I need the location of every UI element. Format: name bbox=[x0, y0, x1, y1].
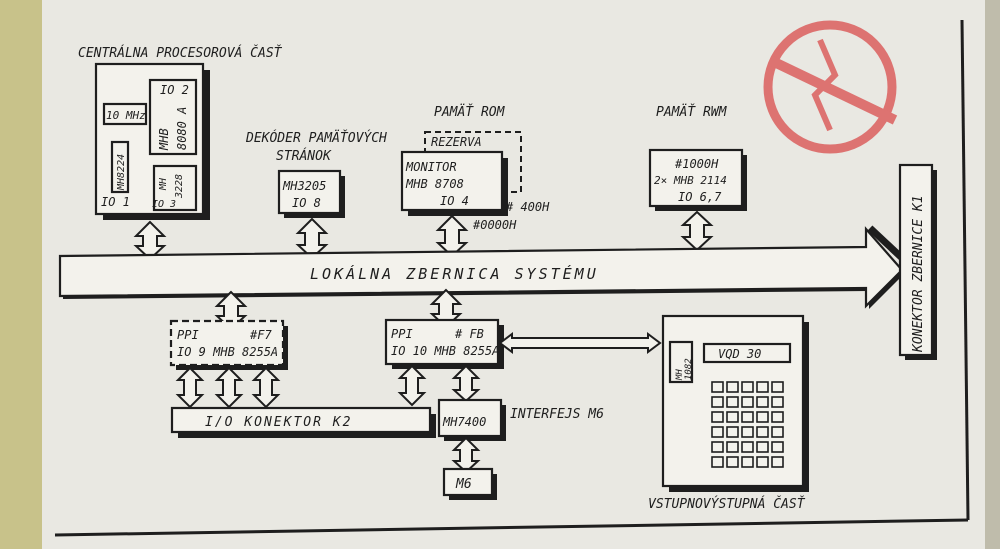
paper-left-edge bbox=[0, 0, 42, 549]
connector-k1: KONEKTOR ZBERNICE K1 bbox=[867, 163, 937, 360]
io-unit-chip-num: 1082 bbox=[684, 358, 694, 380]
interface-block: INTERFEJS M6 MH7400 M6 bbox=[437, 398, 604, 500]
keypad-key bbox=[756, 441, 769, 453]
keypad-key bbox=[771, 396, 784, 408]
keypad-key bbox=[711, 441, 724, 453]
connector-k2-arrows bbox=[175, 364, 481, 409]
clock-chip-label: 10 MHz bbox=[106, 109, 146, 122]
frame-right-border bbox=[960, 19, 970, 521]
ppi-left-block: PPI #F7 IO 9 MHB 8255A bbox=[169, 319, 288, 370]
io-unit-block: MH 1082 VQD 30 bbox=[661, 314, 809, 492]
keypad-key bbox=[771, 441, 784, 453]
cpu-part-label: MHB bbox=[157, 128, 171, 151]
io-connector-k2: I/O KONEKTOR K2 bbox=[170, 406, 436, 438]
io-unit-title: VSTUPNOVÝSTUPNÁ ČASŤ bbox=[648, 496, 806, 512]
ppi-right-line2: IO 10 MHB 8255A bbox=[391, 344, 499, 358]
approval-stamp bbox=[763, 20, 898, 154]
ppi-left-name: PPI bbox=[177, 328, 199, 342]
frame-bottom-border bbox=[54, 518, 969, 537]
keypad-key bbox=[771, 411, 784, 423]
rom-title: PAMÄŤ ROM bbox=[434, 104, 506, 120]
keypad-key bbox=[741, 396, 754, 408]
system-bus: LOKÁLNA ZBERNICA SYSTÉMU bbox=[58, 226, 905, 309]
decoder-block: MH3205 IO 8 bbox=[277, 169, 345, 218]
rom-io-label: IO 4 bbox=[440, 194, 469, 208]
ctrl-num-label: 3228 bbox=[174, 174, 185, 199]
keypad-key bbox=[771, 426, 784, 438]
rom-line2: MHB 8708 bbox=[405, 177, 464, 191]
keypad-key bbox=[726, 381, 739, 393]
keypad-key bbox=[741, 426, 754, 438]
clock-gen-label: MH8224 bbox=[116, 154, 127, 191]
keypad-key bbox=[741, 411, 754, 423]
keypad-key bbox=[711, 426, 724, 438]
keypad-key bbox=[726, 456, 739, 468]
keypad-key bbox=[756, 426, 769, 438]
keypad-key bbox=[756, 396, 769, 408]
ppi-to-io-unit-arrow bbox=[498, 332, 662, 354]
rom-addr-reserve: # 400H bbox=[505, 200, 550, 214]
decoder-chip-label: MH3205 bbox=[282, 179, 326, 193]
connector-k1-label: KONEKTOR ZBERNICE K1 bbox=[911, 195, 926, 353]
keypad-key bbox=[726, 441, 739, 453]
keypad-key bbox=[741, 441, 754, 453]
interface-label: INTERFEJS M6 bbox=[510, 407, 604, 422]
keypad-key bbox=[726, 411, 739, 423]
ctrl-io-label: IO 3 bbox=[152, 199, 176, 210]
keypad-key bbox=[711, 381, 724, 393]
io-unit-chip-part: MH bbox=[675, 369, 685, 381]
rom-reserve-label: REZERVA bbox=[431, 135, 482, 149]
keypad-key bbox=[711, 411, 724, 423]
ram-chip-label: 2× MHB 2114 bbox=[654, 174, 727, 187]
cpu-num-label: 8080 A bbox=[175, 107, 189, 150]
keypad-key bbox=[771, 381, 784, 393]
keypad bbox=[711, 381, 784, 468]
keypad-key bbox=[756, 456, 769, 468]
ctrl-part-label: MH bbox=[158, 177, 169, 191]
keypad-key bbox=[741, 456, 754, 468]
keypad-key bbox=[726, 426, 739, 438]
cpu-io1-label: IO 1 bbox=[101, 195, 130, 209]
io-connector-label: I/O KONEKTOR K2 bbox=[205, 415, 352, 430]
ppi-left-line2: IO 9 MHB 8255A bbox=[177, 345, 278, 359]
keypad-key bbox=[726, 396, 739, 408]
interface-device-label: M6 bbox=[455, 477, 472, 492]
io-unit-display-label: VQD 30 bbox=[718, 347, 761, 361]
keypad-key bbox=[711, 396, 724, 408]
keypad-key bbox=[756, 381, 769, 393]
keypad-key bbox=[711, 456, 724, 468]
cpu-io-label: IO 2 bbox=[160, 83, 189, 97]
keypad-key bbox=[756, 411, 769, 423]
ram-io-label: IO 6,7 bbox=[678, 190, 722, 204]
ppi-right-name: PPI bbox=[391, 327, 413, 341]
keypad-key bbox=[741, 381, 754, 393]
rom-addr-base: #0000H bbox=[472, 218, 517, 232]
ram-title: PAMÄŤ RWM bbox=[656, 104, 728, 120]
bus-label: LOKÁLNA ZBERNICA SYSTÉMU bbox=[310, 264, 599, 283]
decoder-io-label: IO 8 bbox=[292, 196, 321, 210]
cpu-title: CENTRÁLNA PROCESOROVÁ ČASŤ bbox=[78, 45, 283, 61]
ppi-right-block: PPI # FB IO 10 MHB 8255A bbox=[384, 318, 504, 369]
rom-line1: MONITOR bbox=[405, 160, 457, 174]
ram-block: #1000H 2× MHB 2114 IO 6,7 bbox=[648, 148, 747, 211]
ram-addr-label: #1000H bbox=[674, 157, 719, 171]
decoder-title-line2: STRÁNOK bbox=[276, 148, 332, 164]
ppi-right-addr: # FB bbox=[454, 327, 484, 341]
ppi-left-addr: #F7 bbox=[249, 328, 272, 342]
interface-chip-label: MH7400 bbox=[442, 415, 486, 429]
decoder-title-line1: DEKÓDER PAMÄŤOVÝCH bbox=[245, 130, 387, 146]
cpu-block: 10 MHz MH8224 IO 2 MHB 8080 A MH 3228 IO… bbox=[94, 62, 210, 220]
keypad-key bbox=[771, 456, 784, 468]
rom-block: REZERVA MONITOR MHB 8708 IO 4 # 400H #00… bbox=[400, 131, 550, 232]
